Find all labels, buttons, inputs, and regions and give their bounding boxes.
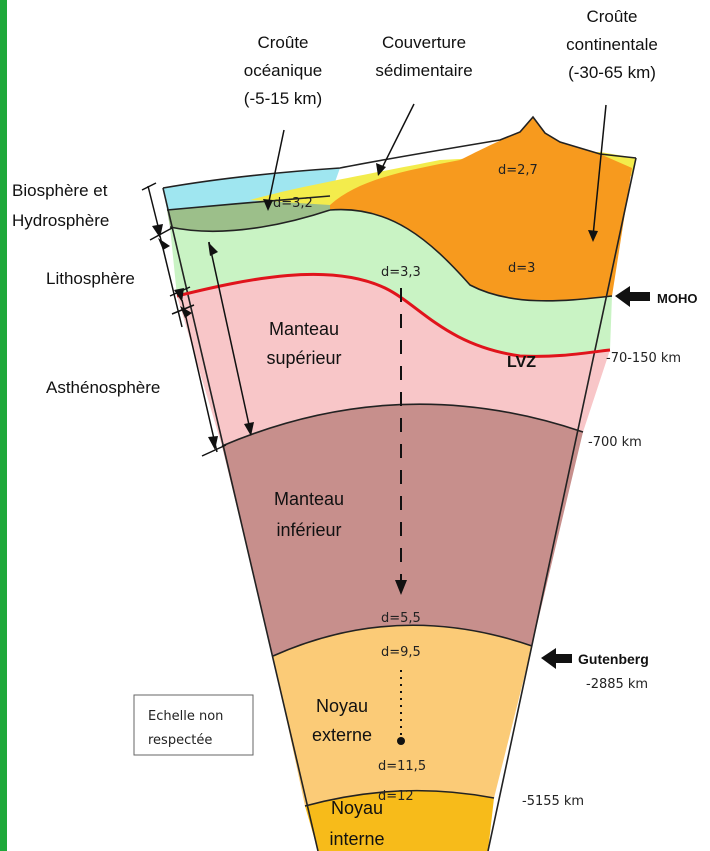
inner-core-label-1: Noyau [331,798,383,818]
density-outer-core-base: d=11,5 [378,759,426,774]
left-frame-bar [0,0,7,851]
oceanic-crust-label-3: (-5-15 km) [244,89,322,108]
density-oceanic: d=3,2 [273,196,313,211]
upper-mantle-label-1: Manteau [269,319,339,339]
outer-core-label-1: Noyau [316,696,368,716]
oceanic-crust-label-2: océanique [244,61,322,80]
gutenberg-label: Gutenberg [578,651,649,667]
depth-lvz: -70-150 km [606,351,681,366]
inner-core-label-2: interne [329,829,384,849]
lithosphere-arrow-up [158,238,170,250]
depth-gutenberg: -2885 km [586,677,648,692]
depth-inner-core: -5155 km [522,794,584,809]
outer-core-label-2: externe [312,725,372,745]
moho-arrow [615,286,650,307]
biosphere-label-2: Hydrosphère [12,211,109,230]
density-continental: d=3 [508,261,535,276]
scale-note-line-2: respectée [148,733,212,748]
density-lower-mantle-base: d=5,5 [381,611,421,626]
moho-label: MOHO [657,291,697,306]
asthenosphere-label: Asthénosphère [46,378,160,397]
scale-note-line-1: Echelle non [148,709,223,724]
continental-crust-label-2: continentale [566,35,658,54]
density-outer-core-top: d=9,5 [381,645,421,660]
upper-mantle-label-2: supérieur [266,348,341,368]
gutenberg-arrow [541,648,572,669]
depth-mantle-boundary: -700 km [588,435,642,450]
density-inner-core: d=12 [378,789,414,804]
lower-mantle-label-2: inférieur [276,520,341,540]
sediment-pointer [381,104,414,170]
lvz-label: LVZ [507,354,536,371]
continental-crust-label-3: (-30-65 km) [568,63,656,82]
sediment-label-2: sédimentaire [375,61,472,80]
density-continental-top: d=2,7 [498,163,538,178]
continental-crust-label-1: Croûte [586,7,637,26]
biosphere-label-1: Biosphère et [12,181,108,200]
oceanic-crust-label-1: Croûte [257,33,308,52]
lower-mantle-label-1: Manteau [274,489,344,509]
density-dot [397,737,405,745]
sediment-label-1: Couverture [382,33,466,52]
lithosphere-label: Lithosphère [46,269,135,288]
density-upper-mantle: d=3,3 [381,265,421,280]
